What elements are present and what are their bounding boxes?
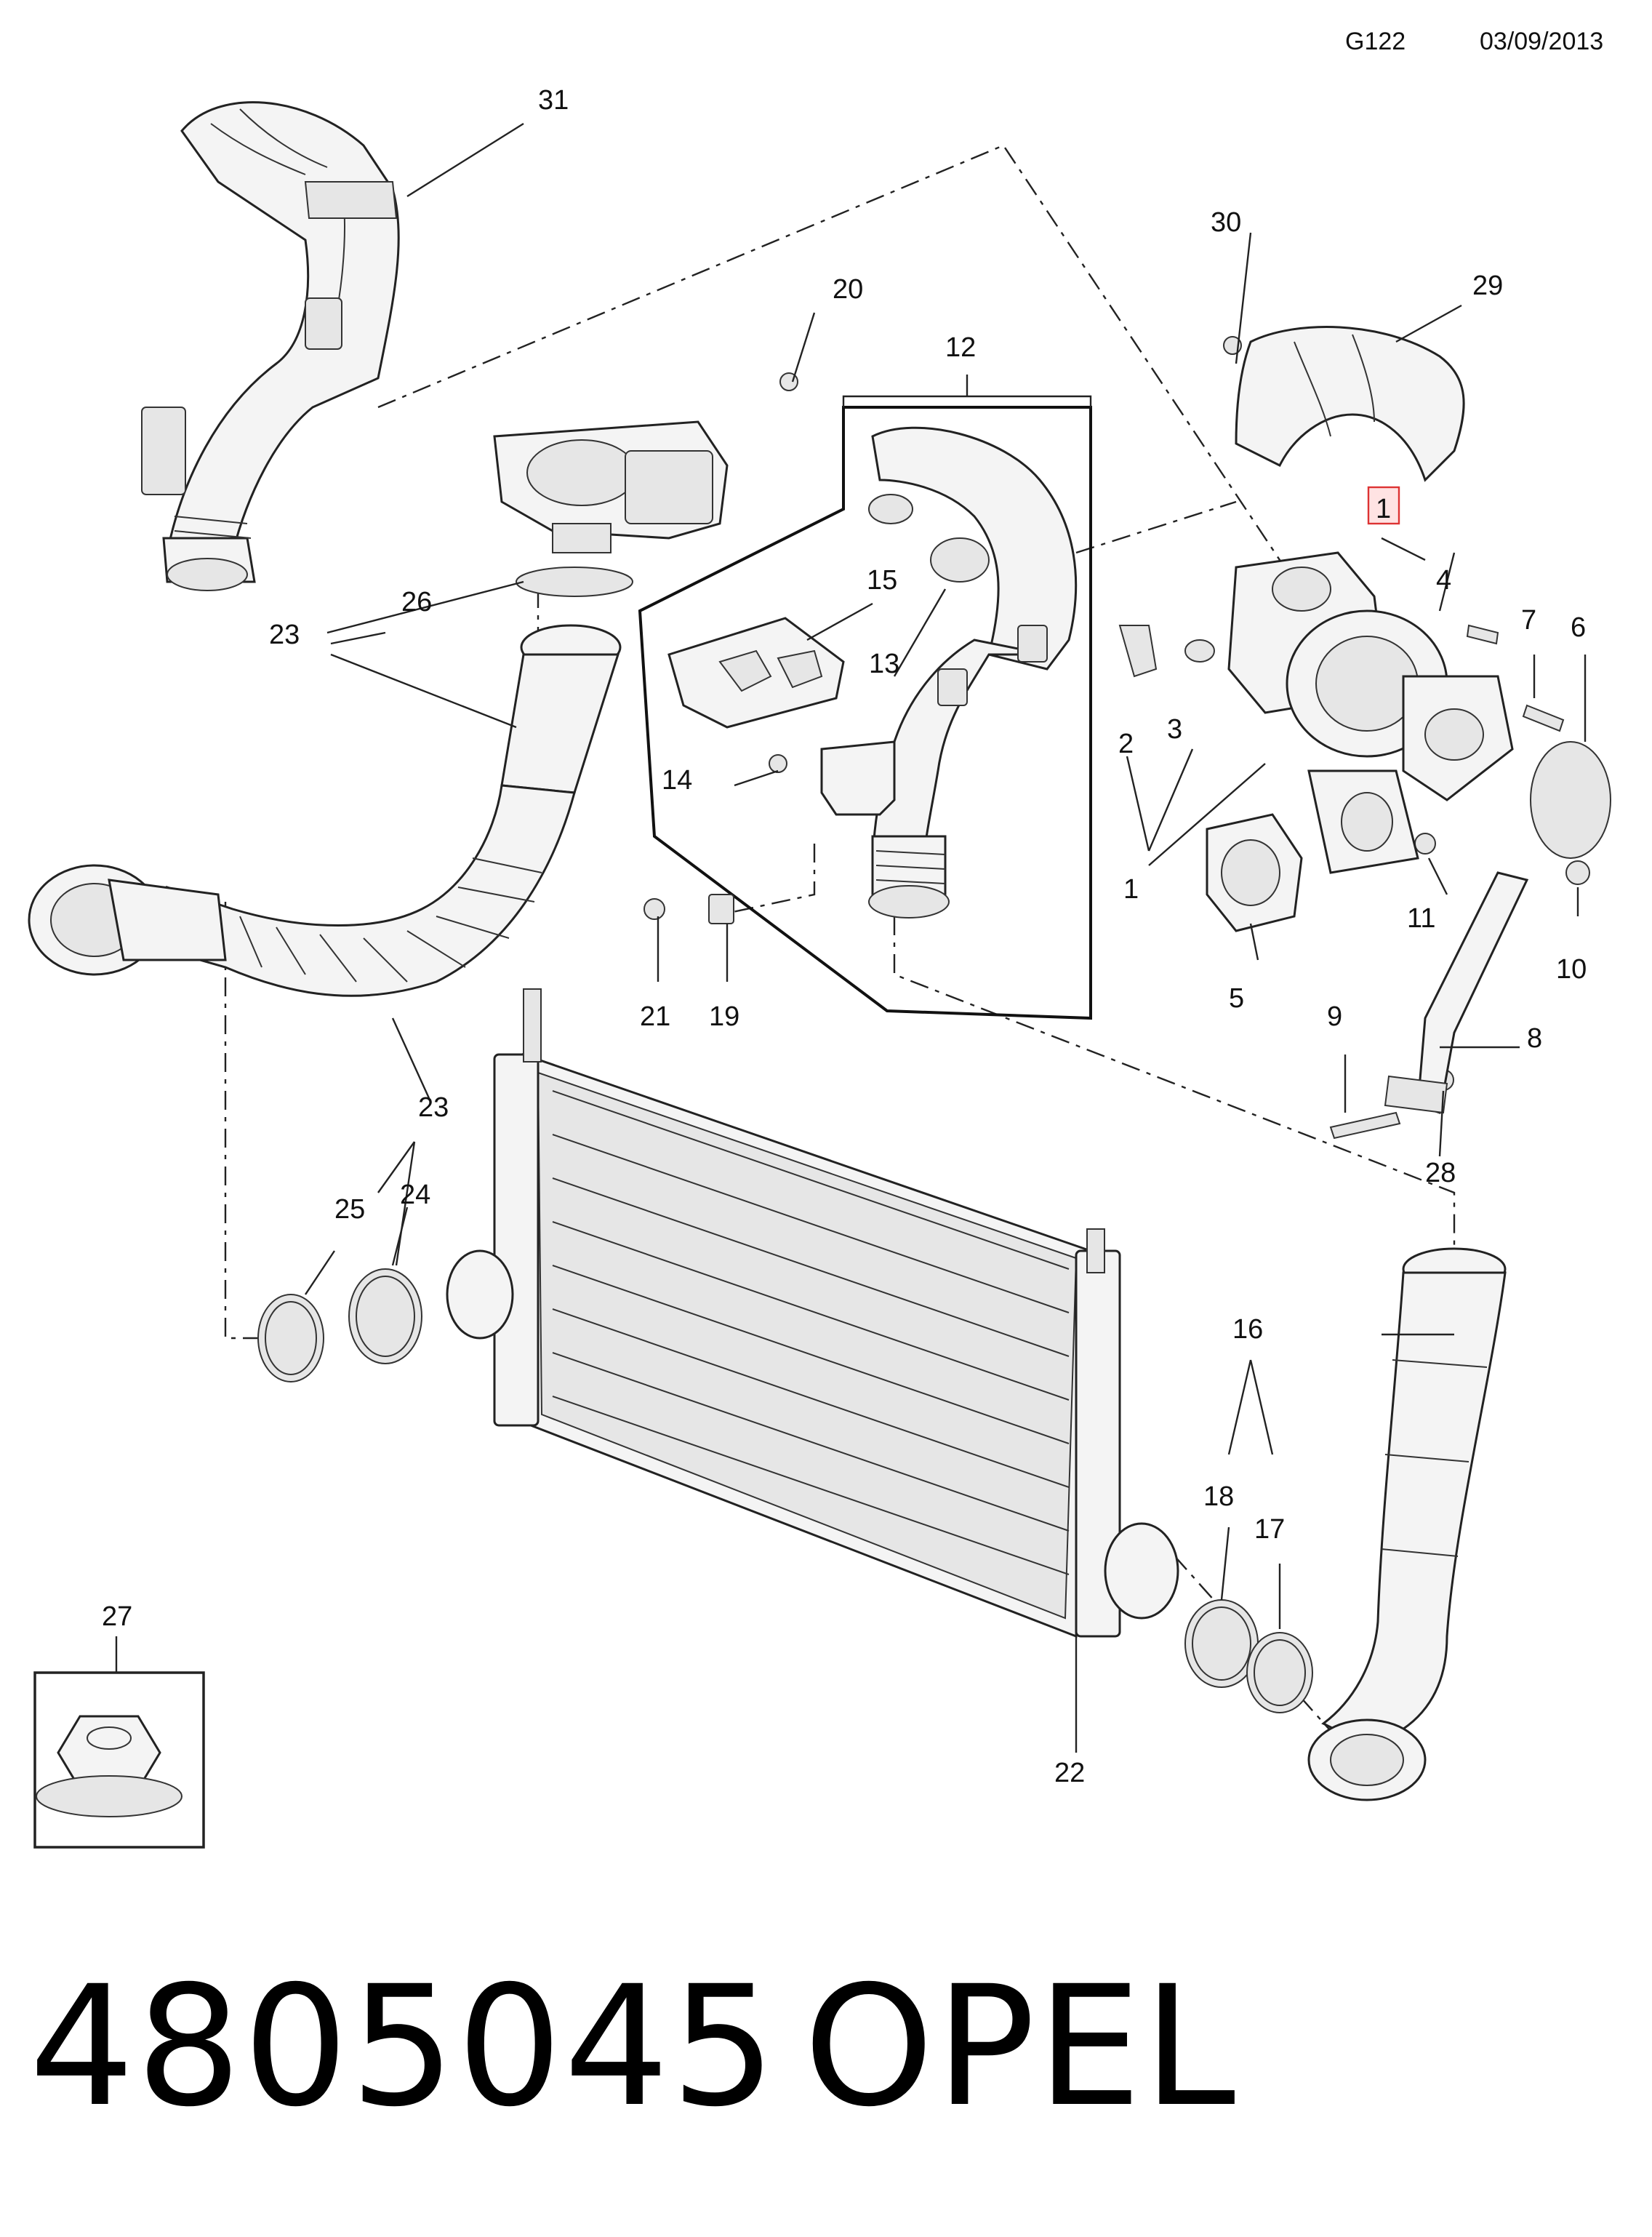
callout-19: 19 [709,1001,739,1032]
callout-5: 5 [1229,983,1244,1014]
throttle-body[interactable] [493,420,729,597]
callout-3: 3 [1167,714,1182,745]
callout-1: 1 [1376,494,1391,524]
part-3-washer [1184,639,1215,663]
callout-18: 18 [1203,1481,1234,1512]
part-7-stud [1522,704,1565,732]
callout-20: 20 [833,274,863,305]
callout-17: 17 [1254,1514,1285,1545]
callout-27: 27 [102,1601,132,1632]
fasteners[interactable] [643,336,1590,1140]
part-17-seal-ring[interactable] [1246,1632,1313,1713]
callout-labels: 1 1 2 3 4 5 6 7 8 9 10 11 12 13 14 15 16… [102,85,1587,1788]
callout-10: 10 [1556,954,1587,985]
callout-29: 29 [1472,271,1503,301]
part-29-turbo-shield[interactable] [1235,326,1465,482]
callout-26: 26 [401,587,432,617]
part-19-clip [708,894,734,924]
part-12-charge-pipe[interactable] [868,426,1078,919]
callout-12: 12 [945,332,976,363]
callout-1-lower: 1 [1123,874,1139,905]
callout-30: 30 [1211,207,1241,238]
callout-15: 15 [867,565,897,596]
leader-lines [115,122,1587,1753]
highlight-box [1367,486,1400,525]
callout-4: 4 [1436,565,1451,596]
callout-24: 24 [400,1180,430,1210]
diagram-code: G122 [1345,28,1406,55]
callout-16: 16 [1232,1314,1263,1345]
part-12-box [638,375,1092,1020]
part-8-support-bracket[interactable] [1384,871,1529,1114]
callout-9: 9 [1327,1001,1342,1032]
part-15-heat-shield[interactable] [667,617,845,729]
callout-31: 31 [538,85,569,116]
part-14-bolt [769,754,787,773]
part-2-fitting [1118,625,1158,678]
callout-8: 8 [1527,1023,1542,1054]
part-22-intercooler[interactable] [446,988,1179,1638]
callout-14: 14 [662,765,692,796]
part-9-stud [1329,1111,1401,1140]
part-25-seal-ring[interactable] [257,1294,324,1382]
callout-23-lower: 23 [418,1092,449,1123]
callout-2: 2 [1118,729,1134,759]
callout-21: 21 [640,1001,670,1032]
part-4-pin [1466,624,1499,645]
part-10-bolt [1565,860,1590,885]
part-number: 4805045 [29,1950,778,2143]
part-27-inset[interactable] [33,1671,205,1849]
part-21-bolt [643,898,665,920]
part-24-hose-clamp[interactable] [348,1268,422,1364]
callout-13: 13 [869,649,899,679]
part-26-clamp[interactable] [516,567,633,597]
callout-25: 25 [334,1194,365,1225]
callout-22: 22 [1054,1758,1085,1788]
callout-23-upper: 23 [269,620,300,650]
bracket[interactable] [820,740,896,816]
part-13-seal-ring[interactable] [930,537,990,583]
brand-name: OPEL [803,1950,1238,2143]
part-5-gasket[interactable] [1206,813,1303,932]
diagram-date: 03/09/2013 [1480,28,1604,55]
part-31-intake-hose[interactable] [141,101,400,591]
callout-28: 28 [1425,1158,1456,1188]
parts-diagram: 1 1 2 3 4 5 6 7 8 9 10 11 12 13 14 15 16… [28,85,1611,1849]
part-1-turbocharger[interactable] [1227,551,1514,874]
part-16-charge-hose[interactable] [1307,1247,1507,1801]
callout-7: 7 [1521,605,1536,636]
callout-11: 11 [1407,903,1435,934]
part-6-seal-ring[interactable] [1530,741,1611,859]
callout-6: 6 [1571,612,1586,643]
part-11-nut [1414,833,1436,855]
part-23-corrugated-hose[interactable] [28,624,622,997]
